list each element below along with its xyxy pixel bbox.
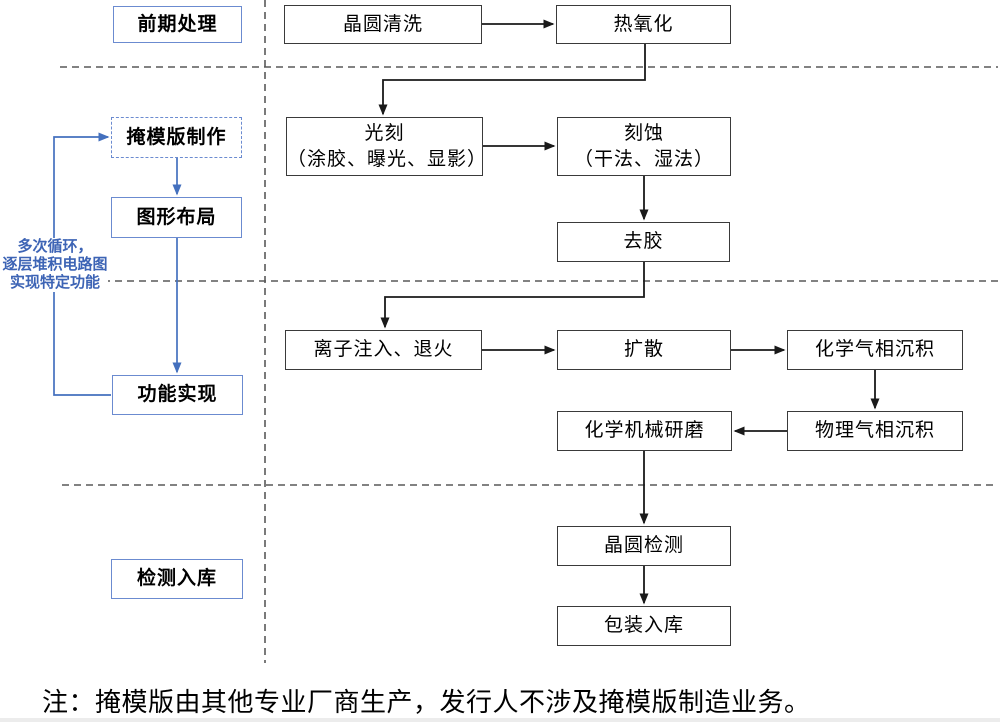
node-ion-implant-anneal-label: 离子注入、退火 (313, 339, 454, 361)
loop-annotation-line1: 多次循环， (17, 238, 93, 255)
node-etching-label-line2: （干法、湿法） (573, 148, 714, 170)
stage-function-realization-box: 功能实现 (112, 375, 243, 415)
node-packaging-storage-label: 包装入库 (603, 615, 684, 637)
node-etching: 刻蚀 （干法、湿法） (557, 117, 731, 176)
node-lithography-label-line2: （涂胶、曝光、显影） (287, 148, 488, 170)
node-thermal-oxidation-label: 热氧化 (613, 13, 674, 35)
node-wafer-inspection-label: 晶圆检测 (603, 535, 684, 557)
node-diffusion-label: 扩散 (623, 339, 664, 361)
node-packaging-storage: 包装入库 (557, 606, 731, 646)
loop-annotation: 多次循环， 逐层堆积电路图 实现特定功能 (2, 238, 108, 292)
stage-preprocess-box: 前期处理 (113, 6, 242, 43)
node-wafer-cleaning: 晶圆清洗 (284, 5, 482, 44)
stage-mask-making-box: 掩模版制作 (111, 117, 242, 158)
node-resist-stripping-label: 去胶 (623, 231, 664, 253)
stage-inspection-storage-box: 检测入库 (111, 559, 243, 599)
node-diffusion: 扩散 (557, 330, 731, 370)
loop-annotation-line2: 逐层堆积电路图 (2, 256, 108, 273)
node-thermal-oxidation: 热氧化 (556, 5, 731, 44)
node-pvd: 物理气相沉积 (787, 411, 963, 451)
stage-mask-making-label: 掩模版制作 (126, 126, 227, 148)
node-lithography: 光刻 （涂胶、曝光、显影） (286, 117, 488, 176)
node-wafer-inspection: 晶圆检测 (557, 526, 731, 566)
stage-function-realization-label: 功能实现 (137, 384, 218, 406)
node-pvd-label: 物理气相沉积 (814, 420, 935, 442)
bottom-edge-strip (0, 718, 1000, 722)
node-cvd-label: 化学气相沉积 (814, 339, 935, 361)
arrow-stripping-to-ion-implant (380, 262, 645, 329)
node-cmp-label: 化学机械研磨 (584, 420, 705, 442)
stage-inspection-storage-label: 检测入库 (136, 568, 217, 590)
node-cmp: 化学机械研磨 (557, 411, 732, 451)
stage-pattern-layout-label: 图形布局 (136, 206, 217, 228)
node-cvd: 化学气相沉积 (787, 330, 963, 370)
stage-pattern-layout-box: 图形布局 (111, 197, 242, 238)
node-resist-stripping: 去胶 (557, 222, 730, 262)
node-lithography-label-line1: 光刻 (364, 122, 405, 144)
node-wafer-cleaning-label: 晶圆清洗 (342, 13, 423, 35)
stage-preprocess-label: 前期处理 (137, 13, 218, 35)
loop-annotation-line3: 实现特定功能 (9, 274, 100, 291)
footnote-text: 注：掩模版由其他专业厂商生产，发行人不涉及掩模版制造业务。 (42, 688, 811, 717)
node-ion-implant-anneal: 离子注入、退火 (285, 330, 482, 370)
arrow-oxidation-to-lithography (378, 44, 646, 116)
node-etching-label-line1: 刻蚀 (623, 122, 664, 144)
